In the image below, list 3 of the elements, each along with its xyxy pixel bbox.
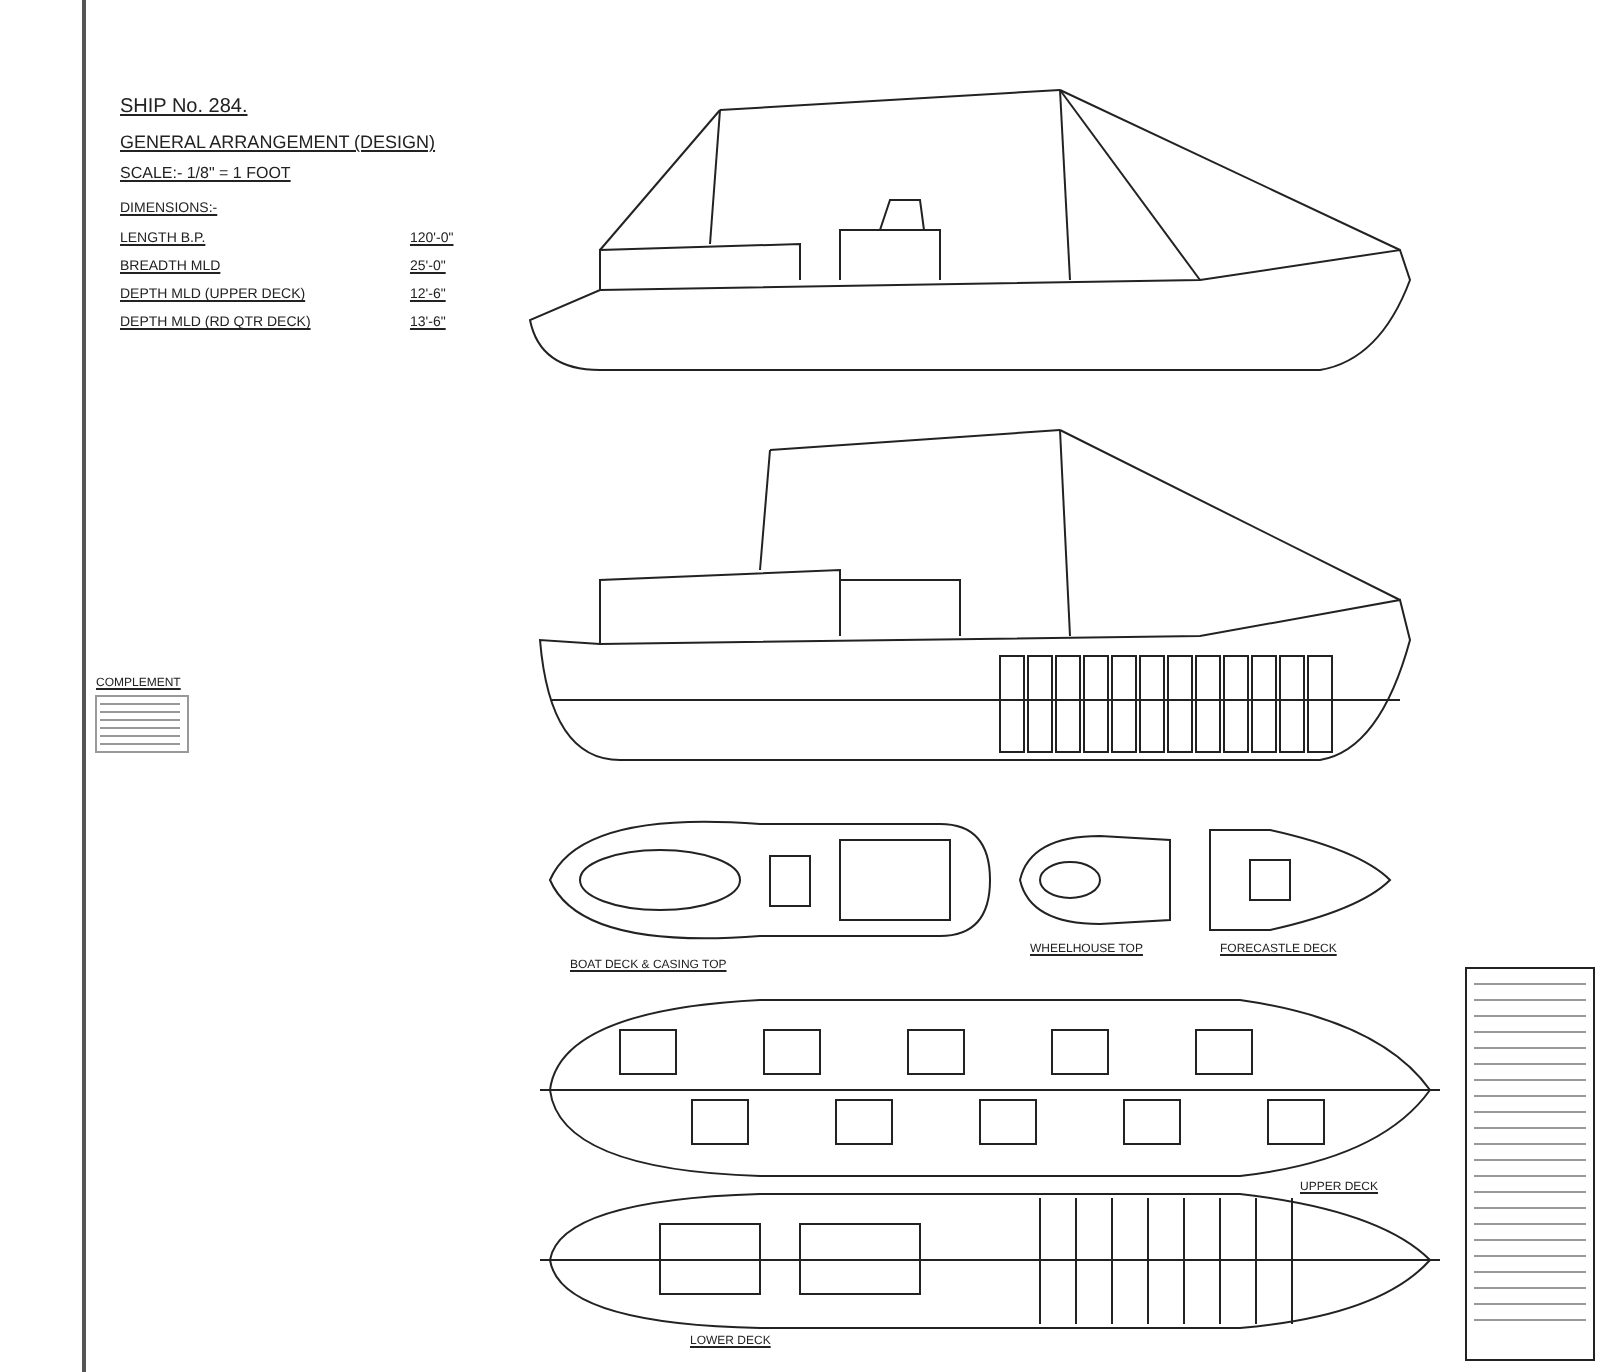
scale-note: SCALE:- 1/8" = 1 FOOT (120, 164, 291, 182)
drawing-title: SHIP No. 284. (120, 96, 248, 118)
heading: GENERAL ARRANGEMENT (DESIGN) (120, 132, 436, 152)
